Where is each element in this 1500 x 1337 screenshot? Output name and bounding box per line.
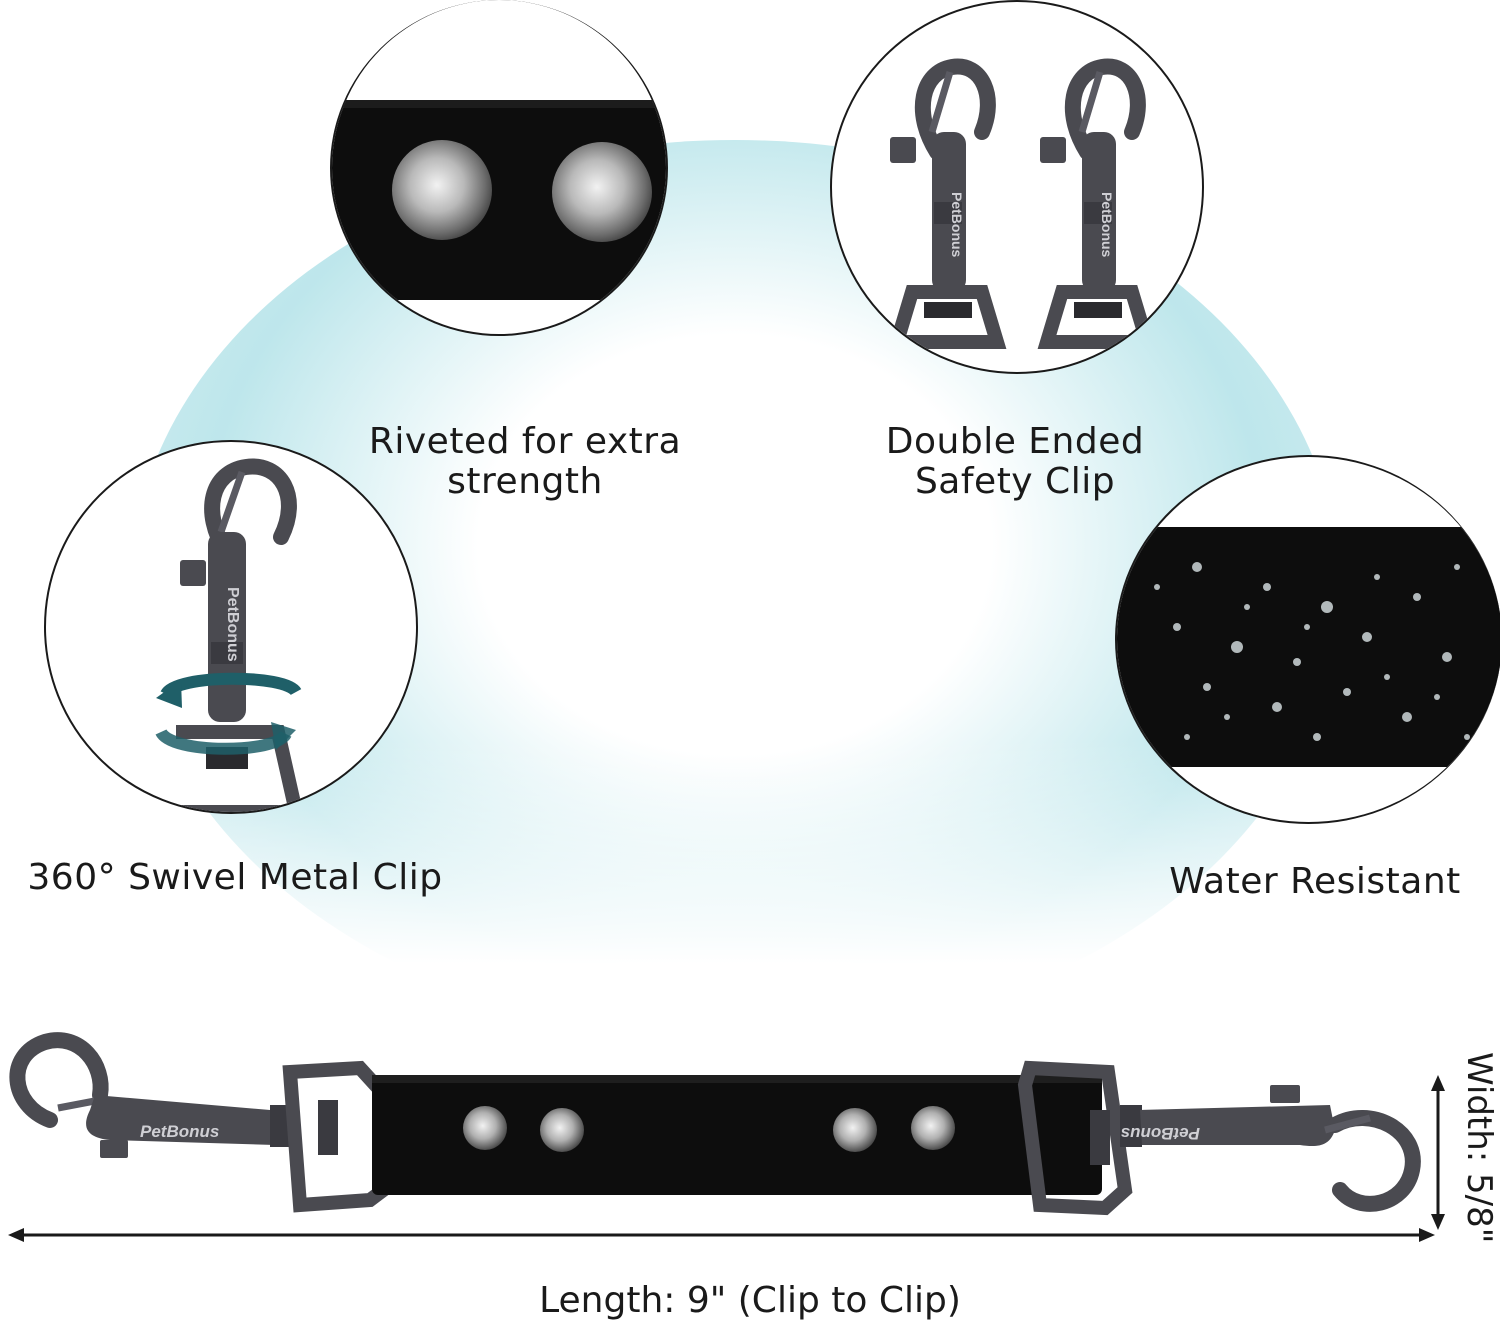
rivet-detail-image (332, 100, 666, 300)
leash-strap (372, 1075, 1102, 1195)
double-clip-label: Double Ended Safety Clip (885, 421, 1145, 502)
rivet-icon (911, 1106, 955, 1150)
snap-clip-icon (887, 58, 1007, 349)
rivet-icon (833, 1108, 877, 1152)
right-swivel-bracket (1017, 1060, 1133, 1216)
rivet-label: Riveted for extra strength (368, 421, 682, 502)
right-snap-clip-icon (1120, 1085, 1421, 1212)
water-detail-circle (1115, 455, 1500, 824)
swivel-detail-circle: PetBonus (44, 440, 418, 814)
rivet-icon (540, 1108, 584, 1152)
swivel-arrow-icon (155, 672, 302, 755)
swivel-clip-image: PetBonus (155, 458, 304, 812)
rivet-icon (392, 140, 492, 240)
swivel-label: 360° Swivel Metal Clip (27, 857, 443, 898)
length-arrow (8, 1228, 1435, 1242)
width-label: Width: 5/8" (1459, 1052, 1499, 1243)
length-label: Length: 9" (Clip to Clip) (539, 1280, 961, 1321)
rivet-icon (552, 142, 652, 242)
brand-engraving: PetBonus (1099, 192, 1115, 258)
water-label: Water Resistant (1169, 861, 1461, 902)
left-snap-clip-icon (9, 1032, 292, 1158)
double-clip-image: PetBonus PetBonus (887, 58, 1157, 349)
water-droplets-image (1117, 527, 1500, 767)
product-leash-image: PetBonus PetBonus (8, 1032, 1499, 1321)
brand-engraving: PetBonus (949, 192, 965, 258)
rivet-detail-circle (330, 0, 668, 336)
rivet-icon (463, 1106, 507, 1150)
snap-clip-icon (1037, 58, 1157, 349)
brand-engraving: PetBonus (224, 587, 241, 662)
brand-engraving: PetBonus (140, 1122, 219, 1141)
double-clip-detail-circle: PetBonus PetBonus (830, 0, 1204, 374)
width-arrow (1431, 1075, 1445, 1230)
brand-engraving: PetBonus (1121, 1124, 1200, 1143)
